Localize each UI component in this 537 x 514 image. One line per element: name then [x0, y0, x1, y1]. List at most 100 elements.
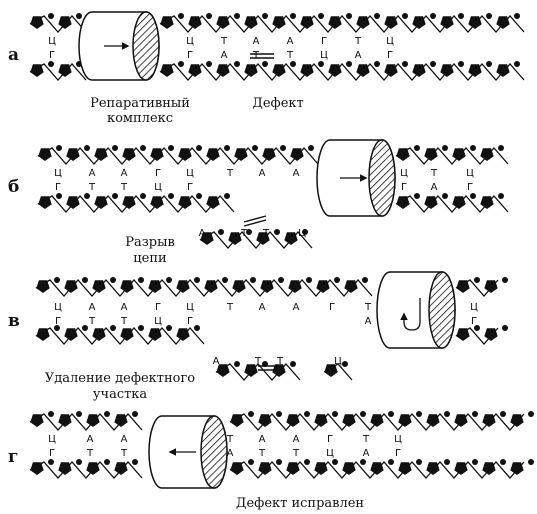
sugar-pentagon	[456, 280, 470, 293]
sugar-pentagon	[38, 148, 52, 161]
removal-label-line2: участка	[93, 387, 148, 402]
phosphate-dot	[278, 277, 284, 283]
sugar-pentagon	[328, 16, 342, 29]
sugar-pentagon	[468, 64, 482, 77]
sugar-pentagon	[178, 148, 192, 161]
base-top: Ц	[54, 302, 62, 313]
sugar-pentagon	[452, 196, 466, 209]
base-top: А	[293, 168, 300, 179]
sugar-pentagon	[426, 462, 440, 475]
phosphate-dot	[402, 61, 408, 67]
phosphate-dot	[470, 193, 476, 199]
sugar-pentagon	[234, 148, 248, 161]
sugar-pentagon	[328, 64, 342, 77]
complex-label-line2: комплекс	[107, 111, 173, 126]
sugar-pentagon	[244, 64, 258, 77]
phosphate-dot	[234, 361, 240, 367]
sugar-pentagon	[206, 148, 220, 161]
base-top: Г	[321, 36, 327, 47]
phosphate-dot	[276, 411, 282, 417]
phosphate-dot	[248, 411, 254, 417]
phosphate-dot	[430, 13, 436, 19]
base-top: Г	[329, 302, 335, 313]
base-bottom: Г	[467, 182, 473, 193]
phosphate-dot	[166, 325, 172, 331]
phosphate-dot	[472, 459, 478, 465]
sugar-pentagon	[288, 280, 302, 293]
sugar-pentagon	[92, 328, 106, 341]
base-bottom: Г	[387, 50, 393, 61]
phosphate-dot	[166, 277, 172, 283]
sugar-pentagon	[314, 414, 328, 427]
phosphate-dot	[248, 459, 254, 465]
phosphate-dot	[342, 361, 348, 367]
phosphate-dot	[290, 61, 296, 67]
complex-label-line1: Репаративный	[90, 96, 190, 111]
phosphate-dot	[280, 145, 286, 151]
repair-complex	[316, 139, 396, 217]
sugar-pentagon	[230, 414, 244, 427]
sugar-pentagon	[482, 414, 496, 427]
phosphate-dot	[76, 13, 82, 19]
phosphate-dot	[416, 459, 422, 465]
phosphate-dot	[246, 229, 252, 235]
sugar-pentagon	[120, 328, 134, 341]
sugar-pentagon	[452, 148, 466, 161]
base-top: Г	[155, 168, 161, 179]
sugar-pentagon	[454, 462, 468, 475]
phosphate-dot	[194, 325, 200, 331]
sugar-pentagon	[284, 232, 298, 245]
sugar-pentagon	[86, 462, 100, 475]
phosphate-dot	[110, 325, 116, 331]
base-top: А	[293, 302, 300, 313]
sugar-pentagon	[30, 64, 44, 77]
base-top: А	[259, 168, 266, 179]
phosphate-dot	[132, 411, 138, 417]
sugar-pentagon	[496, 16, 510, 29]
sugar-pentagon	[148, 280, 162, 293]
phosphate-dot	[474, 325, 480, 331]
phosphate-dot	[442, 145, 448, 151]
phosphate-dot	[196, 145, 202, 151]
base-top: Ц	[470, 302, 478, 313]
phosphate-dot	[308, 145, 314, 151]
sugar-pentagon	[150, 196, 164, 209]
sugar-pentagon	[94, 196, 108, 209]
sugar-pentagon	[176, 280, 190, 293]
sugar-pentagon	[86, 414, 100, 427]
sugar-pentagon	[188, 16, 202, 29]
base-bottom: А	[355, 50, 362, 61]
base-top: А	[293, 434, 300, 445]
sugar-pentagon	[424, 196, 438, 209]
phosphate-dot	[318, 13, 324, 19]
phosphate-dot	[112, 193, 118, 199]
base-top: Ц	[54, 168, 62, 179]
sugar-pentagon	[58, 462, 72, 475]
phosphate-dot	[334, 277, 340, 283]
base-top: Г	[327, 434, 333, 445]
phosphate-dot	[528, 411, 534, 417]
sugar-pentagon	[286, 462, 300, 475]
sugar-pentagon	[244, 364, 258, 377]
phosphate-dot	[414, 145, 420, 151]
phosphate-dot	[178, 13, 184, 19]
sugar-pentagon	[160, 64, 174, 77]
sugar-pentagon	[342, 414, 356, 427]
removal-label-line1: Удаление дефектного	[45, 371, 195, 386]
fragment-base: Т	[262, 228, 270, 239]
base-top: А	[89, 168, 96, 179]
base-bottom: Ц	[154, 182, 162, 193]
sugar-pentagon	[510, 462, 524, 475]
sugar-pentagon	[480, 148, 494, 161]
fixed-label: Дефект исправлен	[236, 496, 364, 511]
loop-arrow-icon	[400, 298, 421, 331]
base-bottom: Т	[286, 50, 294, 61]
sugar-pentagon	[396, 196, 410, 209]
base-bottom: Г	[49, 50, 55, 61]
phosphate-dot	[514, 61, 520, 67]
sugar-pentagon	[356, 16, 370, 29]
base-bottom: А	[431, 182, 438, 193]
sugar-pentagon	[456, 328, 470, 341]
sugar-pentagon	[94, 148, 108, 161]
sugar-pentagon	[256, 232, 270, 245]
